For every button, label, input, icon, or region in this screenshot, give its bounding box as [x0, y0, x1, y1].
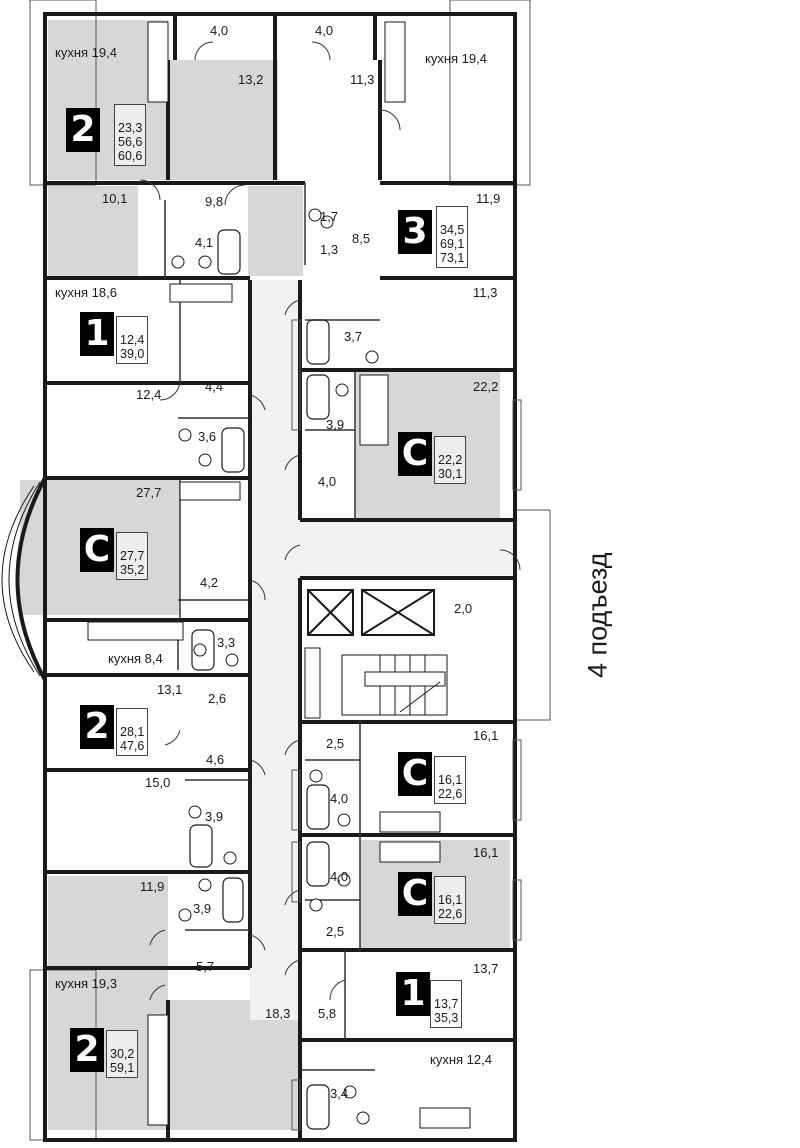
room-area-label: 16,1	[473, 728, 499, 743]
room-area-label: 4,0	[315, 23, 334, 38]
unit-total-area: 47,6	[120, 739, 145, 753]
room-area-label: 4,6	[206, 752, 225, 767]
room-area-label: 4,0	[318, 474, 337, 489]
unit-room-count-badge: С	[398, 432, 432, 476]
room-area-label: 12,4	[136, 387, 162, 402]
unit-total-area-balcony: 73,1	[440, 251, 465, 265]
room-area-label: 3,4	[330, 1086, 349, 1101]
room-area-label: кухня 19,4	[425, 51, 487, 66]
unit-total-area: 22,6	[438, 907, 463, 921]
room-area-label: 13,2	[238, 72, 264, 87]
unit-total-area: 39,0	[120, 347, 145, 361]
entrance-title: 4 подъезд	[582, 552, 613, 678]
room-area-label: 4,2	[200, 575, 219, 590]
room-area-label: 3,7	[344, 329, 363, 344]
room-area-label: 4,4	[205, 379, 224, 394]
unit-room-count-badge: 2	[66, 108, 100, 152]
room-area-label: 16,1	[473, 845, 499, 860]
room-area-label: 3,6	[198, 429, 217, 444]
staircase	[304, 647, 448, 719]
toilets	[171, 208, 379, 1125]
room-area-label: 1,3	[320, 242, 339, 257]
windows	[291, 319, 522, 1131]
unit-total-area-balcony: 60,6	[118, 149, 143, 163]
unit-room-count-badge: С	[80, 528, 114, 572]
unit-living-area: 12,4	[120, 333, 145, 347]
room-area-label: кухня 18,6	[55, 285, 117, 300]
room-area-label: 3,9	[193, 901, 212, 916]
room-area-label: 11,3	[473, 285, 498, 300]
room-area-label: 2,5	[326, 924, 345, 939]
room-area-label: 11,9	[476, 191, 501, 206]
unit-room-count-badge: 1	[80, 312, 114, 356]
unit-total-area: 69,1	[440, 237, 465, 251]
room-area-label: 11,9	[140, 879, 165, 894]
kitchen-counters	[87, 21, 471, 1129]
room-area-label: кухня 19,3	[55, 976, 117, 991]
unit-living-area: 27,7	[120, 549, 145, 563]
unit-room-count-badge: С	[398, 752, 432, 796]
unit-living-area: 22,2	[438, 453, 463, 467]
unit-living-area: 30,2	[110, 1047, 135, 1061]
unit-total-area: 56,6	[118, 135, 143, 149]
room-area-label: 4,0	[210, 23, 229, 38]
door-swings	[139, 41, 521, 1001]
unit-room-count-badge: С	[398, 872, 432, 916]
unit-living-area: 23,3	[118, 121, 143, 135]
room-area-label: 8,5	[352, 231, 371, 246]
unit-room-count-badge: 3	[398, 210, 432, 254]
room-area-label: 27,7	[136, 485, 162, 500]
room-area-label: 1,7	[320, 209, 339, 224]
unit-total-area: 22,6	[438, 787, 463, 801]
room-area-label: 4,1	[195, 235, 214, 250]
room-area-label: кухня 12,4	[430, 1052, 492, 1067]
room-area-label: 15,0	[145, 775, 171, 790]
room-area-label: 2,5	[326, 736, 345, 751]
room-area-label: кухня 19,4	[55, 45, 117, 60]
room-area-label: кухня 8,4	[108, 651, 163, 666]
room-area-label: 2,0	[454, 601, 473, 616]
unit-total-area: 35,2	[120, 563, 145, 577]
unit-living-area: 34,5	[440, 223, 465, 237]
unit-room-count-badge: 2	[80, 705, 114, 749]
room-area-label: 13,7	[473, 961, 499, 976]
unit-total-area: 30,1	[438, 467, 463, 481]
room-area-label: 11,3	[350, 72, 375, 87]
elevator-shafts	[307, 589, 435, 636]
room-area-label: 5,7	[196, 959, 215, 974]
room-area-label: 13,1	[157, 682, 183, 697]
room-area-label: 4,0	[330, 791, 349, 806]
bay-window	[1, 477, 47, 681]
unit-living-area: 28,1	[120, 725, 145, 739]
unit-room-count-badge: 1	[396, 972, 430, 1016]
unit-living-area: 13,7	[434, 997, 459, 1011]
unit-total-area: 59,1	[110, 1061, 135, 1075]
room-area-label: 5,8	[318, 1006, 337, 1021]
bathtubs	[189, 229, 330, 1130]
unit-total-area: 35,3	[434, 1011, 459, 1025]
unit-room-count-badge: 2	[70, 1028, 104, 1072]
room-area-label: 3,3	[217, 635, 236, 650]
unit-living-area: 16,1	[438, 773, 463, 787]
unit-living-area: 16,1	[438, 893, 463, 907]
room-area-label: 10,1	[102, 191, 128, 206]
room-area-label: 2,6	[208, 691, 227, 706]
room-area-label: 22,2	[473, 379, 499, 394]
room-area-label: 4,0	[330, 869, 349, 884]
room-area-label: 18,3	[265, 1006, 291, 1021]
room-area-label: 3,9	[205, 809, 224, 824]
room-area-label: 9,8	[205, 194, 224, 209]
room-area-label: 3,9	[326, 417, 345, 432]
